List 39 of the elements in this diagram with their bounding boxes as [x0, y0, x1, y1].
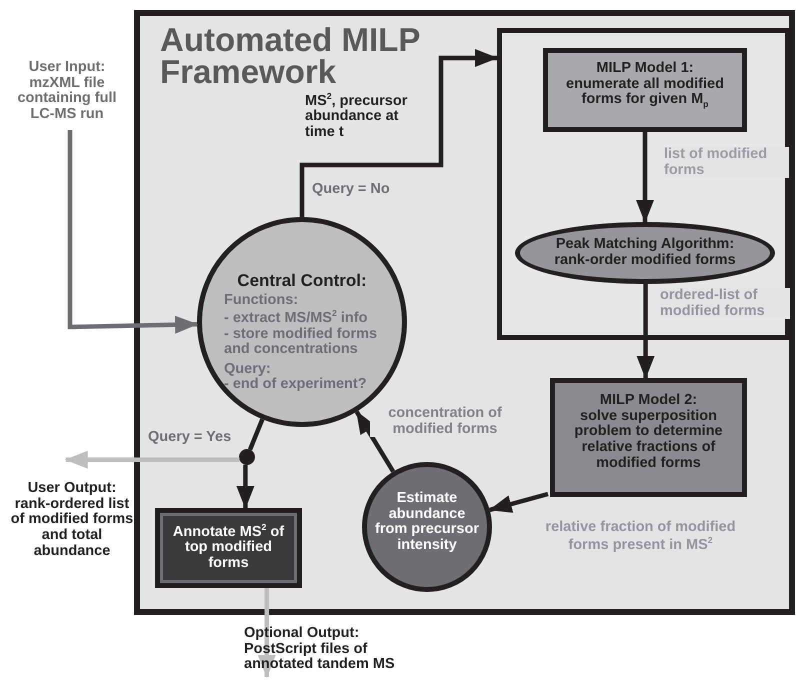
node-text: - end of experiment? [224, 377, 368, 394]
edge-label: Query = No [312, 182, 390, 198]
process-box [543, 48, 747, 132]
heading: MILP Model 2: [598, 393, 698, 409]
node-text: Query: [224, 362, 272, 378]
node-text: enumerate all modified forms for given M$_{p}$ [565, 76, 725, 110]
framework-panel [134, 10, 795, 615]
node-text: - store modified forms and concentrations [224, 326, 378, 358]
node-text: Optional Output: PostScript files of annotated tandem MS [244, 626, 396, 673]
edge-label: Query = Yes [148, 430, 232, 446]
annotation-text: MS$^{2}$, precursor abundance at time t [305, 92, 408, 141]
node-text: Automated MILP Framework [160, 24, 420, 89]
node-text: User Input: mzXML file containing full LC-MS run [16, 60, 118, 123]
arrow [636, 132, 654, 223]
node-text: rank-order modified forms [553, 252, 737, 268]
module-frame [497, 28, 790, 340]
edge-label: list of modified forms [664, 147, 789, 178]
node-text: Estimate abundance from precursor intensity [374, 491, 480, 554]
heading: Central Control: [236, 272, 368, 290]
edge-label: ordered-list of modified forms [660, 288, 790, 320]
arrow [636, 284, 655, 379]
heading: MILP Model 1: [595, 61, 695, 77]
arrow [300, 49, 498, 217]
arrow [488, 492, 549, 513]
node-text: - extract MS/MS$^{2}$ info [224, 309, 368, 326]
arrow [236, 464, 254, 509]
arrow [258, 588, 276, 678]
arrow [68, 130, 198, 334]
node-text: solve superposition problem to determine relative fractions of modified forms [573, 408, 724, 472]
node-text: Functions: [224, 293, 300, 310]
connector-line [248, 418, 264, 450]
process-box [550, 378, 747, 497]
arrow [354, 410, 396, 473]
arrow [64, 450, 240, 469]
junction-dot [239, 449, 255, 465]
node-text: User Output: rank-ordered list of modified forms and total abundance [10, 481, 134, 560]
node-text: Annotate MS$^{2}$ of top modified forms [172, 523, 285, 572]
output-box [155, 508, 302, 588]
heading: Peak Matching Algorithm: [554, 237, 736, 253]
